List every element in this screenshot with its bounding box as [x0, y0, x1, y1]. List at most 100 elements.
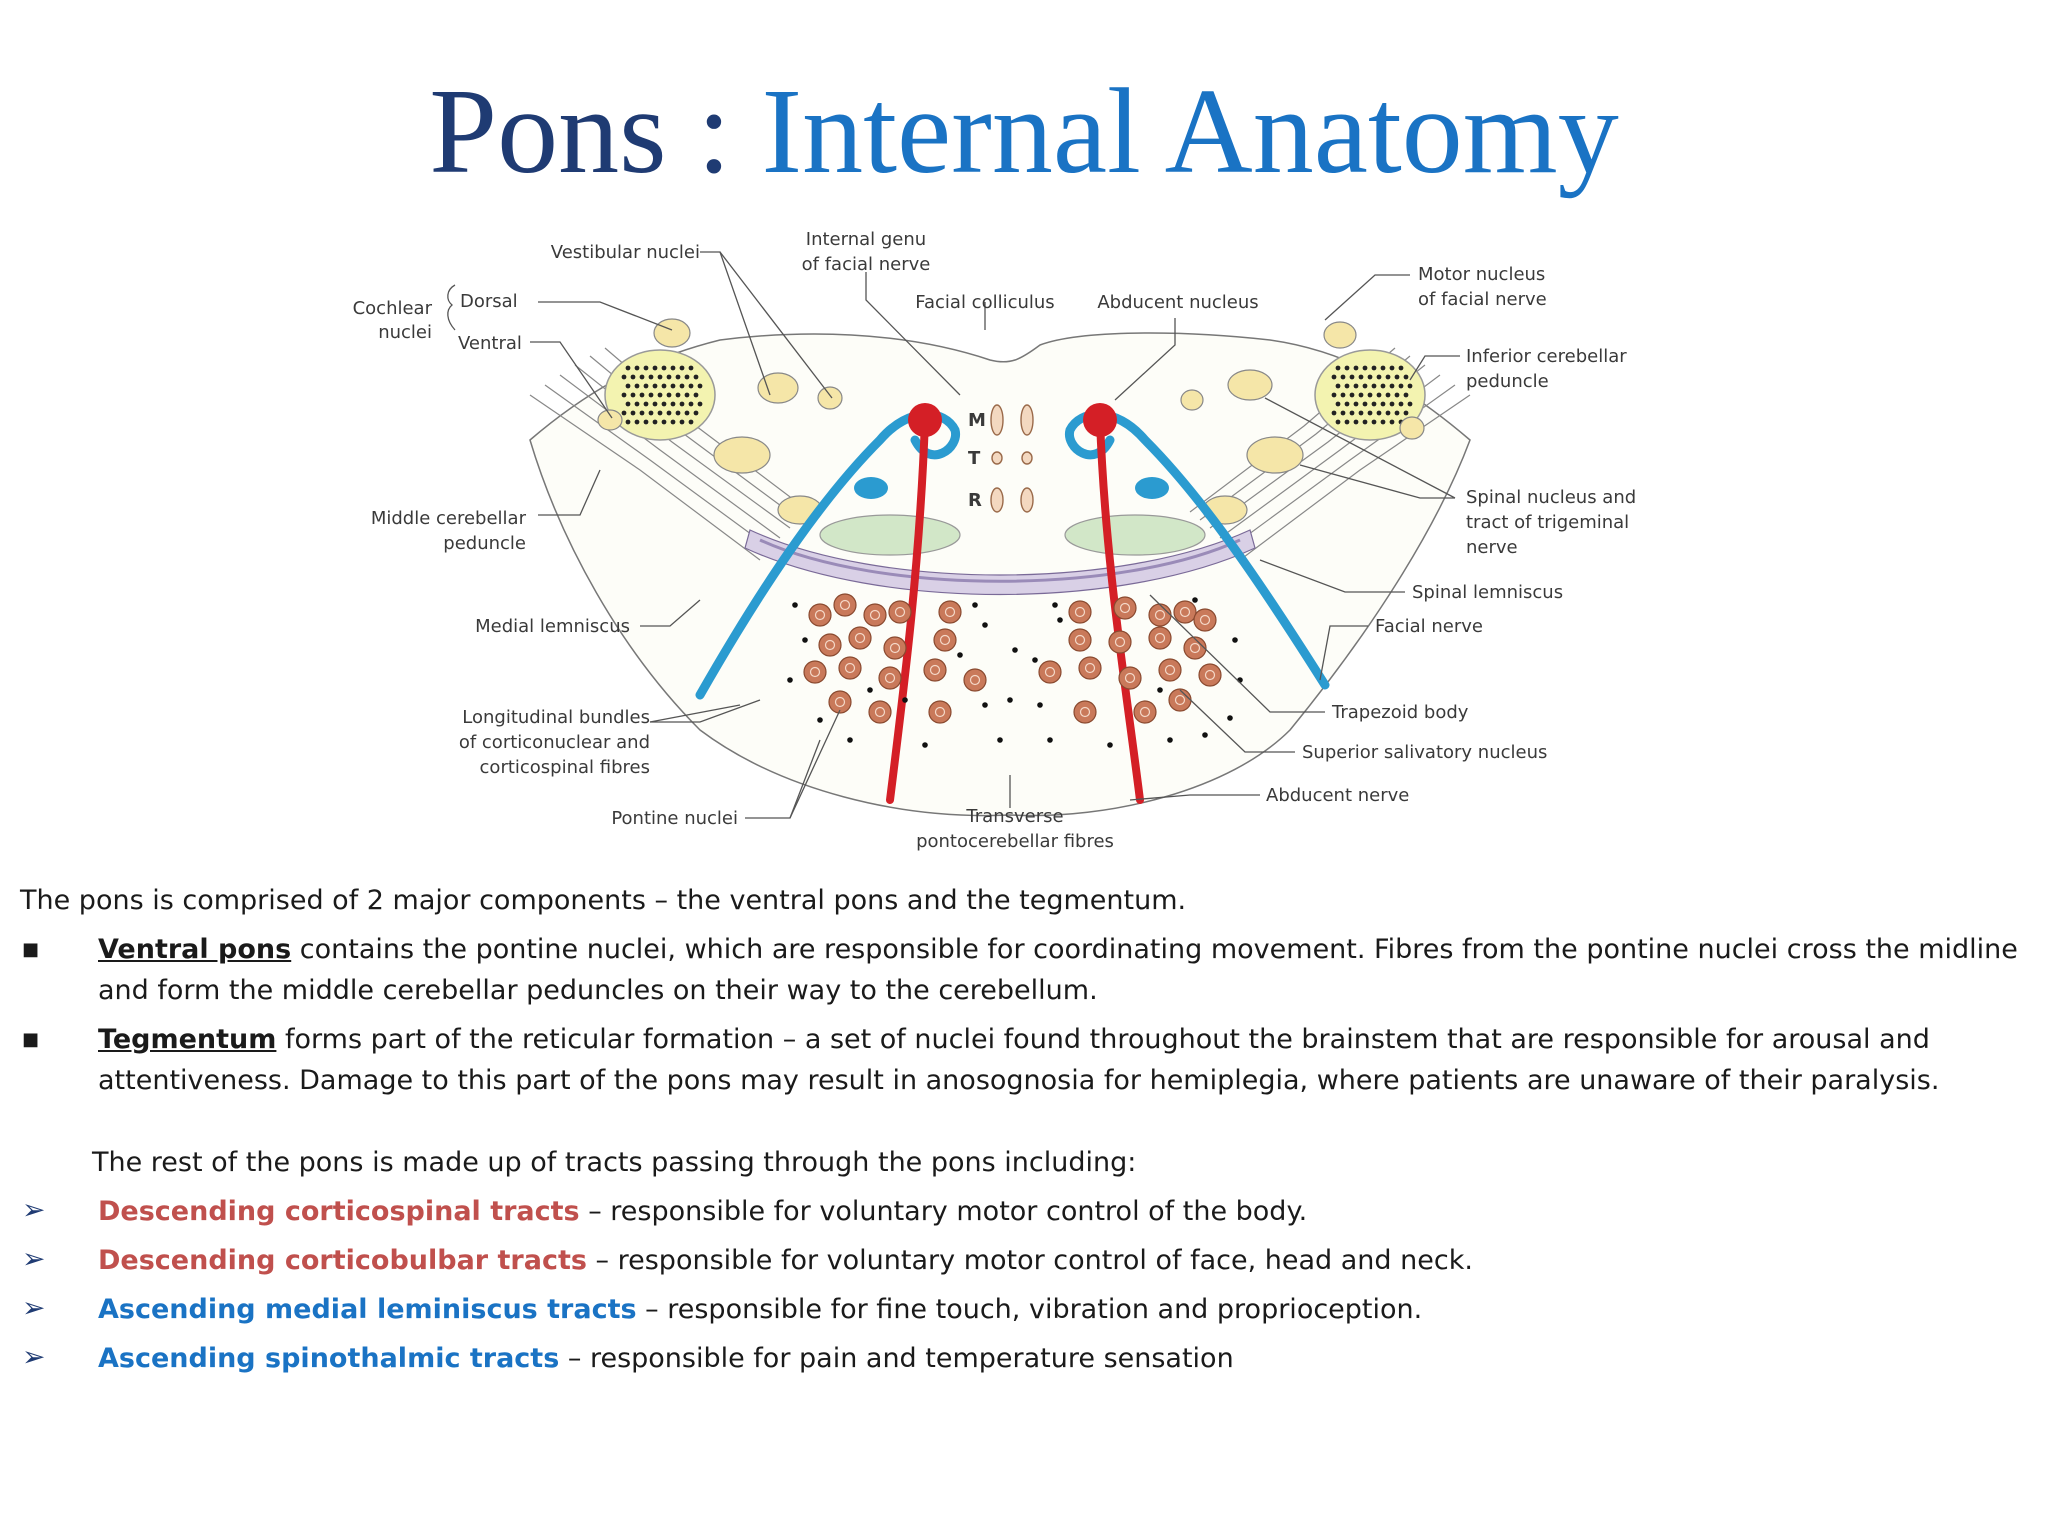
tract-name: Descending corticospinal tracts: [98, 1196, 580, 1227]
stipple-dot: [1362, 383, 1368, 389]
fibre-bundle: [878, 666, 902, 690]
spinal-trigeminal-tract-right: [1064, 514, 1206, 556]
fibre-bundle: [1168, 688, 1192, 712]
fibre-bundle-core: [1204, 669, 1216, 681]
label-t: T: [968, 448, 981, 469]
fibre-bundle: [863, 603, 887, 627]
fibre-bundle: [818, 633, 842, 657]
stipple-dot: [652, 419, 658, 425]
label-spinal-nucleus-2: tract of trigeminal: [1466, 512, 1629, 533]
stipple-dot: [693, 410, 699, 416]
inferior-cerebellar-peduncle-dots: [621, 365, 1413, 425]
pontine-nucleus-dot: [817, 717, 823, 723]
label-trapezoid-body: Trapezoid body: [1331, 702, 1469, 723]
stipple-dot: [666, 410, 672, 416]
label-longitudinal-3: corticospinal fibres: [480, 757, 650, 778]
tract-description: – responsible for voluntary motor contro…: [586, 1245, 1473, 1276]
fibre-bundle: [1198, 663, 1222, 687]
label-spinal-nucleus-3: nerve: [1466, 537, 1518, 558]
abducent-nucleus-left: [908, 403, 942, 437]
stipple-dot: [657, 374, 663, 380]
fibre-bundle-core: [824, 639, 836, 651]
stipple-dot: [621, 392, 627, 398]
stipple-dot: [621, 374, 627, 380]
title-part-internal-anatomy: Internal Anatomy: [761, 64, 1619, 199]
mtr-columns: [990, 404, 1034, 513]
stipple-dot: [1349, 392, 1355, 398]
pontine-nucleus-dot: [1192, 597, 1198, 603]
term-tegmentum: Tegmentum: [98, 1024, 277, 1055]
stipple-dot: [661, 383, 667, 389]
stipple-dot: [1394, 410, 1400, 416]
tract-name: Descending corticobulbar tracts: [98, 1245, 587, 1276]
pontine-nucleus-dot: [1052, 602, 1058, 608]
stipple-dot: [666, 374, 672, 380]
tracts-list: ➢ Descending corticospinal tracts – resp…: [20, 1191, 2020, 1379]
right-small: [1180, 389, 1204, 411]
facial-motor-left: [854, 477, 888, 499]
fibre-bundle-core: [1139, 706, 1151, 718]
cochlear-brace: [447, 284, 456, 331]
fibre-bundle: [883, 636, 907, 660]
stipple-dot: [1335, 365, 1341, 371]
stipple-dot: [679, 383, 685, 389]
fibre-bundle: [1183, 636, 1207, 660]
stipple-dot: [670, 383, 676, 389]
pontine-nucleus-dot: [1057, 617, 1063, 623]
label-pontine-nuclei: Pontine nuclei: [611, 808, 738, 829]
right-dorsal-cochlear: [1323, 321, 1357, 349]
stipple-dot: [679, 419, 685, 425]
stipple-dot: [1344, 401, 1350, 407]
fibre-bundle-core: [1079, 706, 1091, 718]
slide-body: The pons is comprised of 2 major compone…: [20, 880, 2020, 1379]
stipple-dot: [1358, 374, 1364, 380]
leader-lines: [530, 251, 1460, 819]
stipple-dot: [1398, 365, 1404, 371]
stipple-dot: [1331, 374, 1337, 380]
stipple-dot: [697, 383, 703, 389]
stipple-dot: [652, 383, 658, 389]
fibre-bundle: [1148, 603, 1172, 627]
fibre-bundle: [1068, 628, 1092, 652]
fibre-bundle-core: [844, 662, 856, 674]
tract-name: Ascending spinothalmic tracts: [98, 1343, 560, 1374]
fibre-bundle: [833, 593, 857, 617]
facial-nerve-right: [1065, 409, 1330, 690]
tracts-intro: The rest of the pons is made up of tract…: [92, 1147, 1137, 1178]
fibre-bundle-core: [854, 632, 866, 644]
stipple-dot: [1353, 419, 1359, 425]
pontine-nuclei-dots: [787, 597, 1243, 748]
stipple-dot: [1403, 392, 1409, 398]
fibre-bundle: [868, 700, 892, 724]
stipple-dot: [657, 410, 663, 416]
label-middle-cerebellar: Middle cerebellar: [371, 508, 527, 529]
arrow-bullet-icon: ➢: [22, 1193, 46, 1226]
intro-paragraph: The pons is comprised of 2 major compone…: [20, 885, 1187, 916]
fibre-bundle: [1193, 608, 1217, 632]
label-abducent-nucleus: Abducent nucleus: [1097, 292, 1258, 313]
stipple-dot: [670, 365, 676, 371]
label-transverse-2: pontocerebellar fibres: [916, 831, 1114, 852]
bullet-ventral-pons: ■ Ventral pons contains the pontine nucl…: [20, 929, 2020, 1011]
abducent-nerve-left: [886, 416, 929, 804]
stipple-dot: [693, 392, 699, 398]
fibre-bundle-core: [834, 696, 846, 708]
fibre-bundle: [848, 626, 872, 650]
pontine-nucleus-dot: [972, 602, 978, 608]
tract-description: – responsible for fine touch, vibration …: [636, 1294, 1423, 1325]
title-part-pons: Pons :: [429, 64, 732, 199]
pontine-nucleus-dot: [1012, 647, 1018, 653]
fibre-bundle-core: [1074, 606, 1086, 618]
stipple-dot: [639, 410, 645, 416]
fibre-bundle: [1078, 656, 1102, 680]
stipple-dot: [1376, 410, 1382, 416]
stipple-dot: [1385, 410, 1391, 416]
vestibular-nucleus-medial: [817, 386, 843, 410]
fibre-bundle: [1113, 596, 1137, 620]
fibre-bundle: [1148, 626, 1172, 650]
stipple-dot: [670, 401, 676, 407]
stipple-dot: [679, 365, 685, 371]
stipple-dot: [1371, 419, 1377, 425]
facial-motor-right: [1135, 477, 1169, 499]
pontine-nucleus-dot: [982, 702, 988, 708]
